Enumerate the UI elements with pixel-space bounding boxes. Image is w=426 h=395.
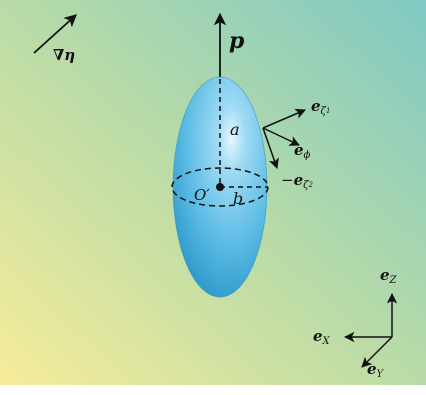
e-phi-arrow	[262, 127, 300, 146]
e-Z-base: e	[380, 266, 390, 284]
center-point	[216, 183, 224, 191]
e-zeta2-label: −eζ2	[281, 173, 313, 191]
e-X-label: eX	[313, 329, 330, 347]
e-X-sub: X	[322, 336, 330, 347]
e-zeta1-base: e	[311, 97, 321, 115]
e-zeta1-arrow	[262, 108, 306, 129]
e-Y-label: eY	[367, 362, 383, 380]
e-phi-sub: ϕ	[303, 150, 311, 161]
e-zeta2-sub: ζ	[303, 180, 309, 191]
e-zeta1-subsub: 1	[325, 107, 331, 115]
center-label: O′	[194, 188, 210, 203]
gradient-text: ∇η	[53, 46, 76, 64]
e-Y-arrow	[361, 336, 393, 368]
bottom-margin	[0, 385, 426, 395]
e-zeta1-sub: ζ	[320, 106, 326, 117]
orientation-text: p	[229, 28, 245, 54]
e-Y-sub: Y	[376, 369, 384, 380]
e-phi-base: e	[294, 141, 304, 159]
major-axis-label: a	[230, 122, 240, 138]
e-zeta1-label: eζ1	[311, 99, 330, 117]
e-zeta2-subsub: 2	[308, 181, 314, 189]
e-Y-base: e	[367, 360, 377, 378]
orientation-label: p	[229, 30, 244, 52]
gradient-label: ∇η	[53, 48, 75, 63]
e-zeta2-base: e	[293, 171, 304, 189]
e-zeta2-prefix: −	[281, 171, 294, 189]
e-X-base: e	[313, 327, 323, 345]
e-Z-label: eZ	[380, 268, 397, 286]
gradient-arrow	[33, 14, 77, 54]
e-zeta2-arrow	[262, 127, 279, 169]
minor-axis-text: b	[233, 189, 244, 208]
center-text: O′	[194, 186, 210, 204]
e-Z-sub: Z	[389, 275, 397, 286]
minor-axis-label: b	[233, 191, 243, 207]
major-axis-text: a	[230, 120, 240, 139]
e-phi-label: eϕ	[294, 143, 310, 161]
